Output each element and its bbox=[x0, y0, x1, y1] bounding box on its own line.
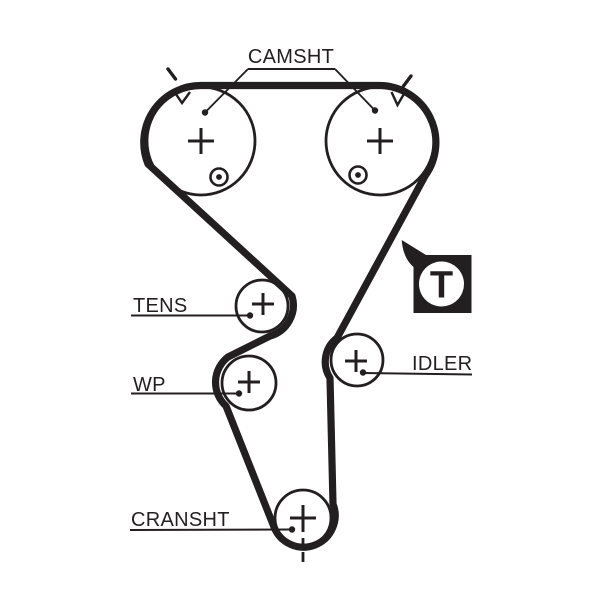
camshaft-leader-right bbox=[334, 68, 376, 112]
center-cross-marks bbox=[188, 128, 393, 532]
rotation-arrow-tail-right bbox=[401, 74, 413, 88]
idler-label: IDLER bbox=[412, 353, 472, 375]
water-pump-leader-dot bbox=[235, 390, 243, 397]
rotation-arrows bbox=[166, 67, 413, 108]
camshaft-leader-dot-left bbox=[201, 109, 209, 116]
camshaft-label: CAMSHT bbox=[248, 46, 334, 68]
timing-belt-path bbox=[140, 81, 440, 551]
tension-badge-letter: T bbox=[430, 265, 453, 307]
tension-badge-circle bbox=[419, 261, 464, 307]
crankshaft-leader-line bbox=[129, 528, 293, 531]
cross-water-pump bbox=[238, 371, 260, 393]
camshaft-timing-marks bbox=[209, 165, 368, 187]
cross-camshaft-right bbox=[367, 128, 393, 154]
rotation-arrow-tail-left bbox=[166, 67, 178, 81]
timing-mark-dot-left bbox=[216, 174, 222, 180]
crankshaft-label: CRANSHT bbox=[131, 509, 230, 531]
water-pump-label: WP bbox=[133, 374, 166, 396]
cross-idler bbox=[345, 350, 367, 372]
rotation-arrow-head-right-icon bbox=[390, 91, 406, 108]
idler-leader-dot bbox=[359, 369, 367, 376]
cross-camshaft-left bbox=[188, 128, 214, 154]
timing-mark-dot-right bbox=[355, 172, 361, 178]
tensioner-label: TENS bbox=[133, 295, 188, 317]
rotation-arrow-head-left-icon bbox=[172, 89, 191, 106]
camshaft-leader-dot-right bbox=[371, 107, 379, 114]
tensioner-leader-dot bbox=[246, 312, 254, 319]
cross-tensioner bbox=[252, 293, 274, 315]
camshaft-bracket bbox=[204, 68, 376, 114]
tension-badge: T bbox=[401, 240, 472, 313]
idler-leader-line bbox=[362, 372, 473, 376]
leader-lines bbox=[129, 314, 473, 531]
camshaft-leader-left bbox=[204, 68, 249, 114]
cross-crankshaft bbox=[290, 505, 316, 532]
crankshaft-leader-dot bbox=[288, 526, 296, 533]
